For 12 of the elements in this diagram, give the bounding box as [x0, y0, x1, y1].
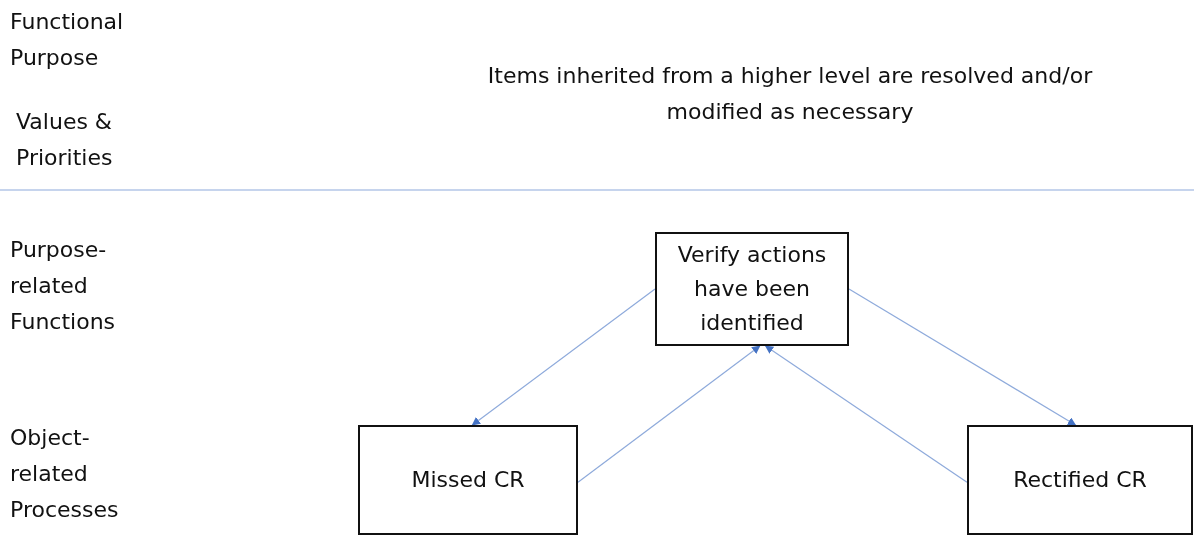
arrow — [577, 345, 761, 483]
level-label: Object-related Processes — [10, 424, 120, 524]
level-label: Functional Purpose — [10, 8, 125, 72]
process-box: Verify actions have been identified — [655, 232, 849, 346]
arrow — [848, 288, 1077, 426]
level-label: Values & Priorities — [16, 108, 114, 172]
note-text: Items inherited from a higher level are resolved and/or modified as necessary — [486, 62, 1094, 126]
arrow — [764, 345, 968, 483]
level-label: Purpose-related Functions — [10, 236, 117, 336]
process-box: Missed CR — [358, 425, 578, 535]
process-box: Rectified CR — [967, 425, 1193, 535]
arrow — [471, 288, 656, 426]
